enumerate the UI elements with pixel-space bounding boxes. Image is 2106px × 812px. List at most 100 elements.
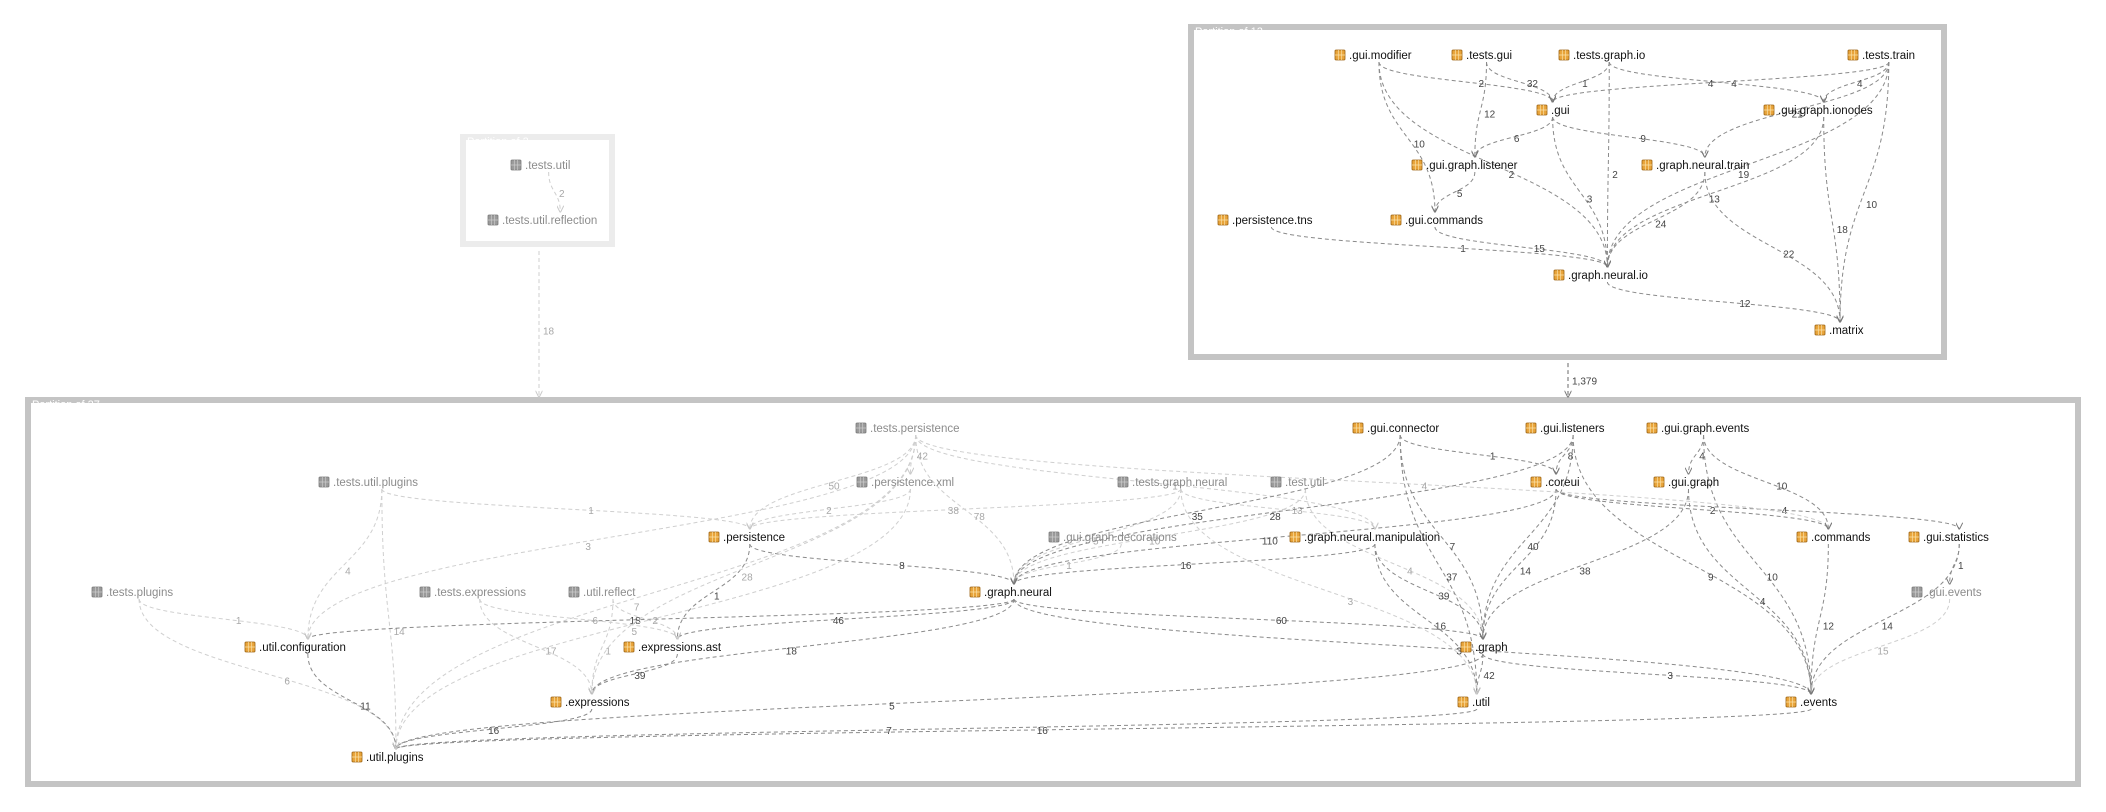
package-icon (1785, 696, 1797, 708)
package-node[interactable]: .commands (1796, 531, 1871, 544)
package-icon (1334, 49, 1346, 61)
package-label: .graph.neural.train (1656, 160, 1749, 172)
dependency-edge: 7 (396, 708, 1478, 749)
edge-line (396, 708, 1478, 749)
package-label: .gui.connector (1367, 423, 1439, 435)
edge-line (1553, 61, 1610, 102)
dependency-edge: 21 (1705, 61, 1890, 157)
edge-line (1014, 488, 1306, 584)
package-icon (1646, 422, 1658, 434)
package-node[interactable]: .expressions.ast (623, 641, 722, 654)
package-node[interactable]: .gui.events (1911, 586, 1982, 599)
dependency-edge: 3 (1482, 653, 1811, 694)
dependency-edge: 16 (1374, 543, 1477, 694)
package-node[interactable]: .graph.neural.train (1641, 159, 1749, 172)
package-node[interactable]: .coreui (1530, 476, 1580, 489)
package-node[interactable]: .tests.util (510, 159, 570, 172)
package-node[interactable]: .graph (1460, 641, 1508, 654)
edge-line (308, 434, 917, 639)
dependency-edge: 19 (1607, 61, 1890, 267)
package-node[interactable]: .graph.neural (969, 586, 1052, 599)
package-node[interactable]: .tests.expressions (419, 586, 526, 599)
package-node[interactable]: .gui.graph.events (1646, 422, 1749, 435)
dependency-edge: 1 (915, 434, 1375, 529)
dependency-edge: 15 (1434, 226, 1607, 267)
package-node[interactable]: .tests.util.plugins (318, 476, 418, 489)
package-node[interactable]: .test.util (1270, 476, 1325, 489)
edge-line (396, 488, 911, 749)
edge-line (1399, 434, 1483, 639)
package-node[interactable]: .graph.neural.io (1553, 269, 1648, 282)
partition-frame (1188, 24, 1947, 360)
dependency-edge: 46 (677, 598, 1015, 639)
package-node[interactable]: .util.configuration (244, 641, 346, 654)
package-node[interactable]: .tests.plugins (91, 586, 173, 599)
edge-line (1606, 281, 1840, 322)
package-icon (1558, 49, 1570, 61)
edge-line (1688, 488, 1812, 694)
package-node[interactable]: .gui.connector (1352, 422, 1439, 435)
package-node[interactable]: .tests.graph.neural (1117, 476, 1227, 489)
package-icon (1763, 104, 1775, 116)
package-node[interactable]: .persistence.xml (856, 476, 954, 489)
package-node[interactable]: .persistence.tns (1217, 214, 1313, 227)
dependency-edge: 22 (1704, 171, 1840, 322)
package-node[interactable]: .tests.util.reflection (487, 214, 597, 227)
package-node[interactable]: .tests.train (1847, 49, 1915, 62)
package-node[interactable]: .util.plugins (351, 751, 424, 764)
dependency-edge: 18 (592, 598, 1015, 694)
package-node[interactable]: .gui.statistics (1908, 531, 1989, 544)
edge-line (750, 434, 917, 529)
package-node[interactable]: .persistence (708, 531, 785, 544)
package-node[interactable]: .gui (1536, 104, 1570, 117)
edge-count-label: 39 (634, 671, 646, 682)
package-node[interactable]: .tests.graph.io (1558, 49, 1645, 62)
edge-line (1014, 543, 1122, 584)
edge-count-label: 12 (1739, 299, 1751, 310)
package-node[interactable]: .tests.gui (1451, 49, 1512, 62)
dependency-edge: 4 (1824, 61, 1890, 102)
package-node[interactable]: .gui.listeners (1525, 422, 1605, 435)
edge-count-label: 110 (1262, 536, 1278, 547)
package-node[interactable]: .util.reflect (568, 586, 636, 599)
edge-line (381, 488, 396, 749)
package-icon (91, 586, 103, 598)
package-icon (1217, 214, 1229, 226)
package-node[interactable]: .events (1785, 696, 1837, 709)
edge-line (1704, 171, 1840, 322)
package-label: .util (1472, 697, 1490, 709)
package-node[interactable]: .gui.graph.ionodes (1763, 104, 1873, 117)
package-label: .tests.persistence (870, 423, 959, 435)
package-node[interactable]: .gui.graph.listener (1411, 159, 1518, 172)
package-node[interactable]: .graph.neural.manipulation (1289, 531, 1440, 544)
package-node[interactable]: .gui.graph.decorations (1048, 531, 1177, 544)
package-label: .util.plugins (366, 752, 424, 764)
dependency-edge: 10 (1703, 434, 1829, 529)
package-node[interactable]: .gui.modifier (1334, 49, 1412, 62)
package-node[interactable]: .gui.graph (1653, 476, 1719, 489)
edge-count-label: 4 (1731, 79, 1737, 90)
edge-count-label: 7 (1450, 542, 1456, 553)
edge-line (1014, 543, 1376, 584)
package-label: .gui.graph.events (1661, 423, 1749, 435)
package-node[interactable]: .gui.commands (1390, 214, 1483, 227)
dependency-edge: 1 (381, 488, 750, 529)
dependency-edge: 18 (539, 250, 555, 397)
edge-line (1378, 61, 1553, 102)
edge-count-label: 13 (1709, 195, 1721, 206)
package-icon (1460, 641, 1472, 653)
package-node[interactable]: .matrix (1814, 324, 1864, 337)
dependency-edge: 4 (1305, 488, 1483, 639)
package-icon (1796, 531, 1808, 543)
edge-line (548, 171, 561, 212)
package-node[interactable]: .tests.persistence (855, 422, 959, 435)
package-node[interactable]: .util (1457, 696, 1490, 709)
dependency-edge: 35 (1014, 434, 1401, 584)
partition-frame (460, 134, 615, 247)
package-icon (1536, 104, 1548, 116)
package-label: .gui.listeners (1540, 423, 1605, 435)
partition-title: Partition of 2 (467, 136, 529, 148)
edge-count-label: 10 (1776, 482, 1788, 493)
package-node[interactable]: .expressions (550, 696, 630, 709)
